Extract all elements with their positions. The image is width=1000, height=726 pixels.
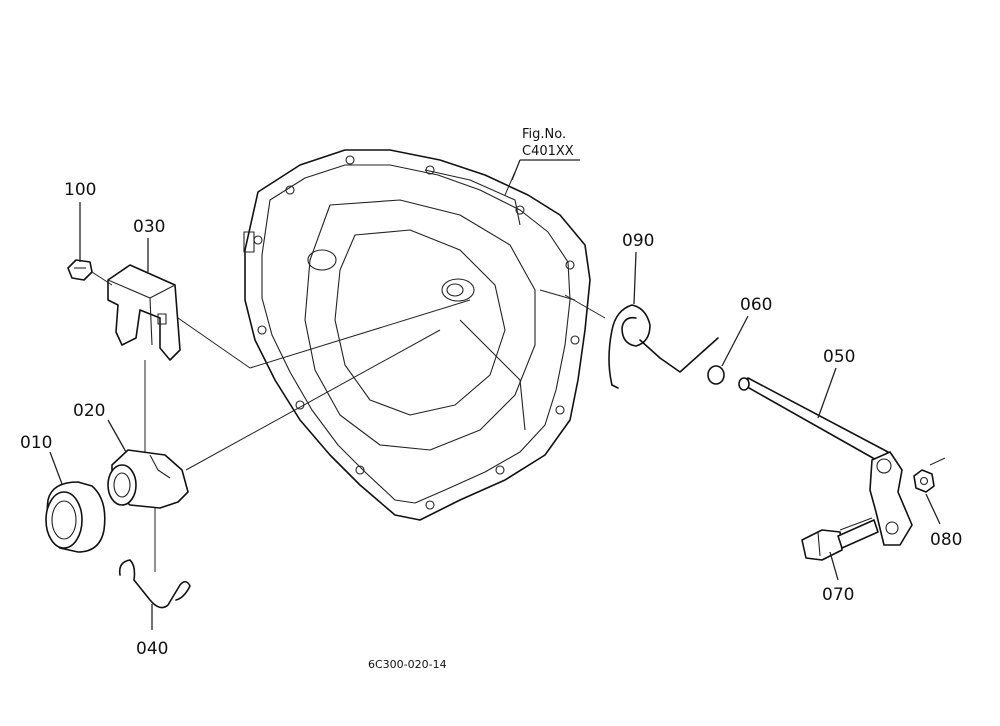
fig-ref-number: C401XX	[522, 144, 574, 159]
callout-labels: 100 030 020 010 040 090 060 050 070 080	[20, 180, 962, 659]
assembly-lines	[91, 171, 946, 572]
callout-050: 050	[823, 347, 855, 367]
part-020-release-hub	[107, 449, 189, 509]
part-050-shaft-lever	[738, 377, 913, 546]
leader-lines	[49, 159, 941, 630]
callout-030: 030	[133, 217, 165, 237]
fig-ref-caption: Fig.No.	[522, 127, 566, 142]
part-070-bolt	[801, 519, 879, 561]
part-060-o-ring	[707, 365, 725, 385]
part-080-nut	[913, 469, 935, 493]
part-030-release-fork	[107, 264, 181, 361]
callout-010: 010	[20, 433, 52, 453]
part-010-release-bearing	[45, 481, 106, 553]
drawing-code: 6C300-020-14	[368, 658, 447, 671]
part-090-torsion-spring	[608, 304, 719, 389]
part-040-spring	[118, 559, 191, 609]
callout-090: 090	[622, 231, 654, 251]
clutch-housing	[243, 149, 591, 521]
callout-040: 040	[136, 639, 168, 659]
callout-070: 070	[822, 585, 854, 605]
part-100-clip	[67, 259, 93, 281]
callout-020: 020	[73, 401, 105, 421]
callout-060: 060	[740, 295, 772, 315]
callout-080: 080	[930, 530, 962, 550]
callout-100: 100	[64, 180, 96, 200]
